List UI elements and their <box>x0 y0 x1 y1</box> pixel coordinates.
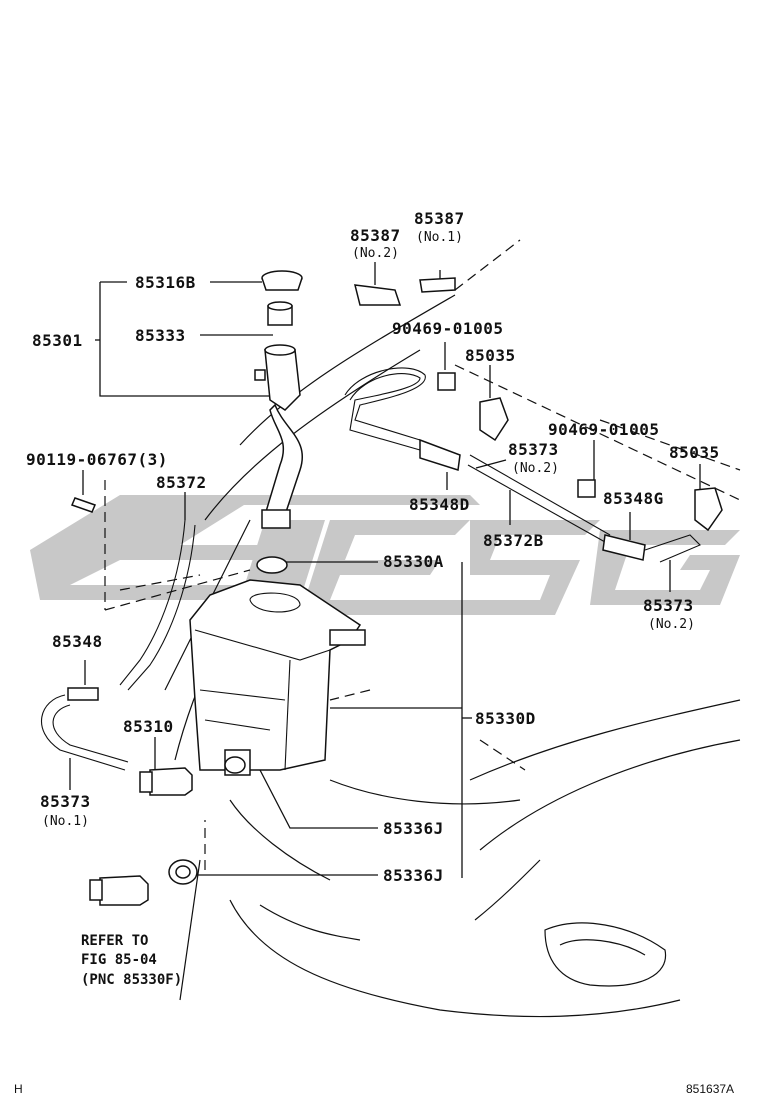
parts <box>41 270 723 906</box>
reference-line-3: (PNC 85330F) <box>81 972 182 988</box>
label-85373-no2-a: 85373 <box>508 440 559 459</box>
label-90469-b: 90469-01005 <box>548 420 659 439</box>
label-85330A: 85330A <box>383 552 444 571</box>
label-85373-no2-b: 85373 <box>643 596 694 615</box>
label-85336J-b: 85336J <box>383 866 444 885</box>
label-85310: 85310 <box>123 717 174 736</box>
diagram-code: 851637A <box>686 1082 734 1096</box>
label-85035-b: 85035 <box>669 443 720 462</box>
label-85333: 85333 <box>135 326 186 345</box>
label-85373-no1-sub: (No.1) <box>42 814 89 829</box>
label-85348D: 85348D <box>409 495 470 514</box>
label-90119: 90119-06767(3) <box>26 450 168 469</box>
label-85035-a: 85035 <box>465 346 516 365</box>
label-85336J-a: 85336J <box>383 819 444 838</box>
label-85387-no2-sub: (No.2) <box>352 246 399 261</box>
label-85330D: 85330D <box>475 709 536 728</box>
corner-code-left: H <box>14 1082 23 1096</box>
label-85387-no2: 85387 <box>350 226 401 245</box>
label-85348G: 85348G <box>603 489 664 508</box>
label-85372: 85372 <box>156 473 207 492</box>
leader-lines <box>69 262 701 878</box>
label-85301: 85301 <box>32 331 83 350</box>
label-85348: 85348 <box>52 632 103 651</box>
part-labels: 85387 (No.1) 85387 (No.2) 85316B 85301 8… <box>26 209 720 885</box>
label-85373-no2-a-sub: (No.2) <box>512 461 559 476</box>
label-85316B: 85316B <box>135 273 196 292</box>
label-85372B: 85372B <box>483 531 544 550</box>
reference-line-2: FIG 85-04 <box>81 952 157 968</box>
reference-note: REFER TO FIG 85-04 (PNC 85330F) <box>81 933 182 988</box>
label-90469-a: 90469-01005 <box>392 319 503 338</box>
label-85373-no1: 85373 <box>40 792 91 811</box>
label-85373-no2-b-sub: (No.2) <box>648 617 695 632</box>
label-85387-no1: 85387 <box>414 209 465 228</box>
label-85387-no1-sub: (No.1) <box>416 230 463 245</box>
reference-line-1: REFER TO <box>81 933 148 949</box>
